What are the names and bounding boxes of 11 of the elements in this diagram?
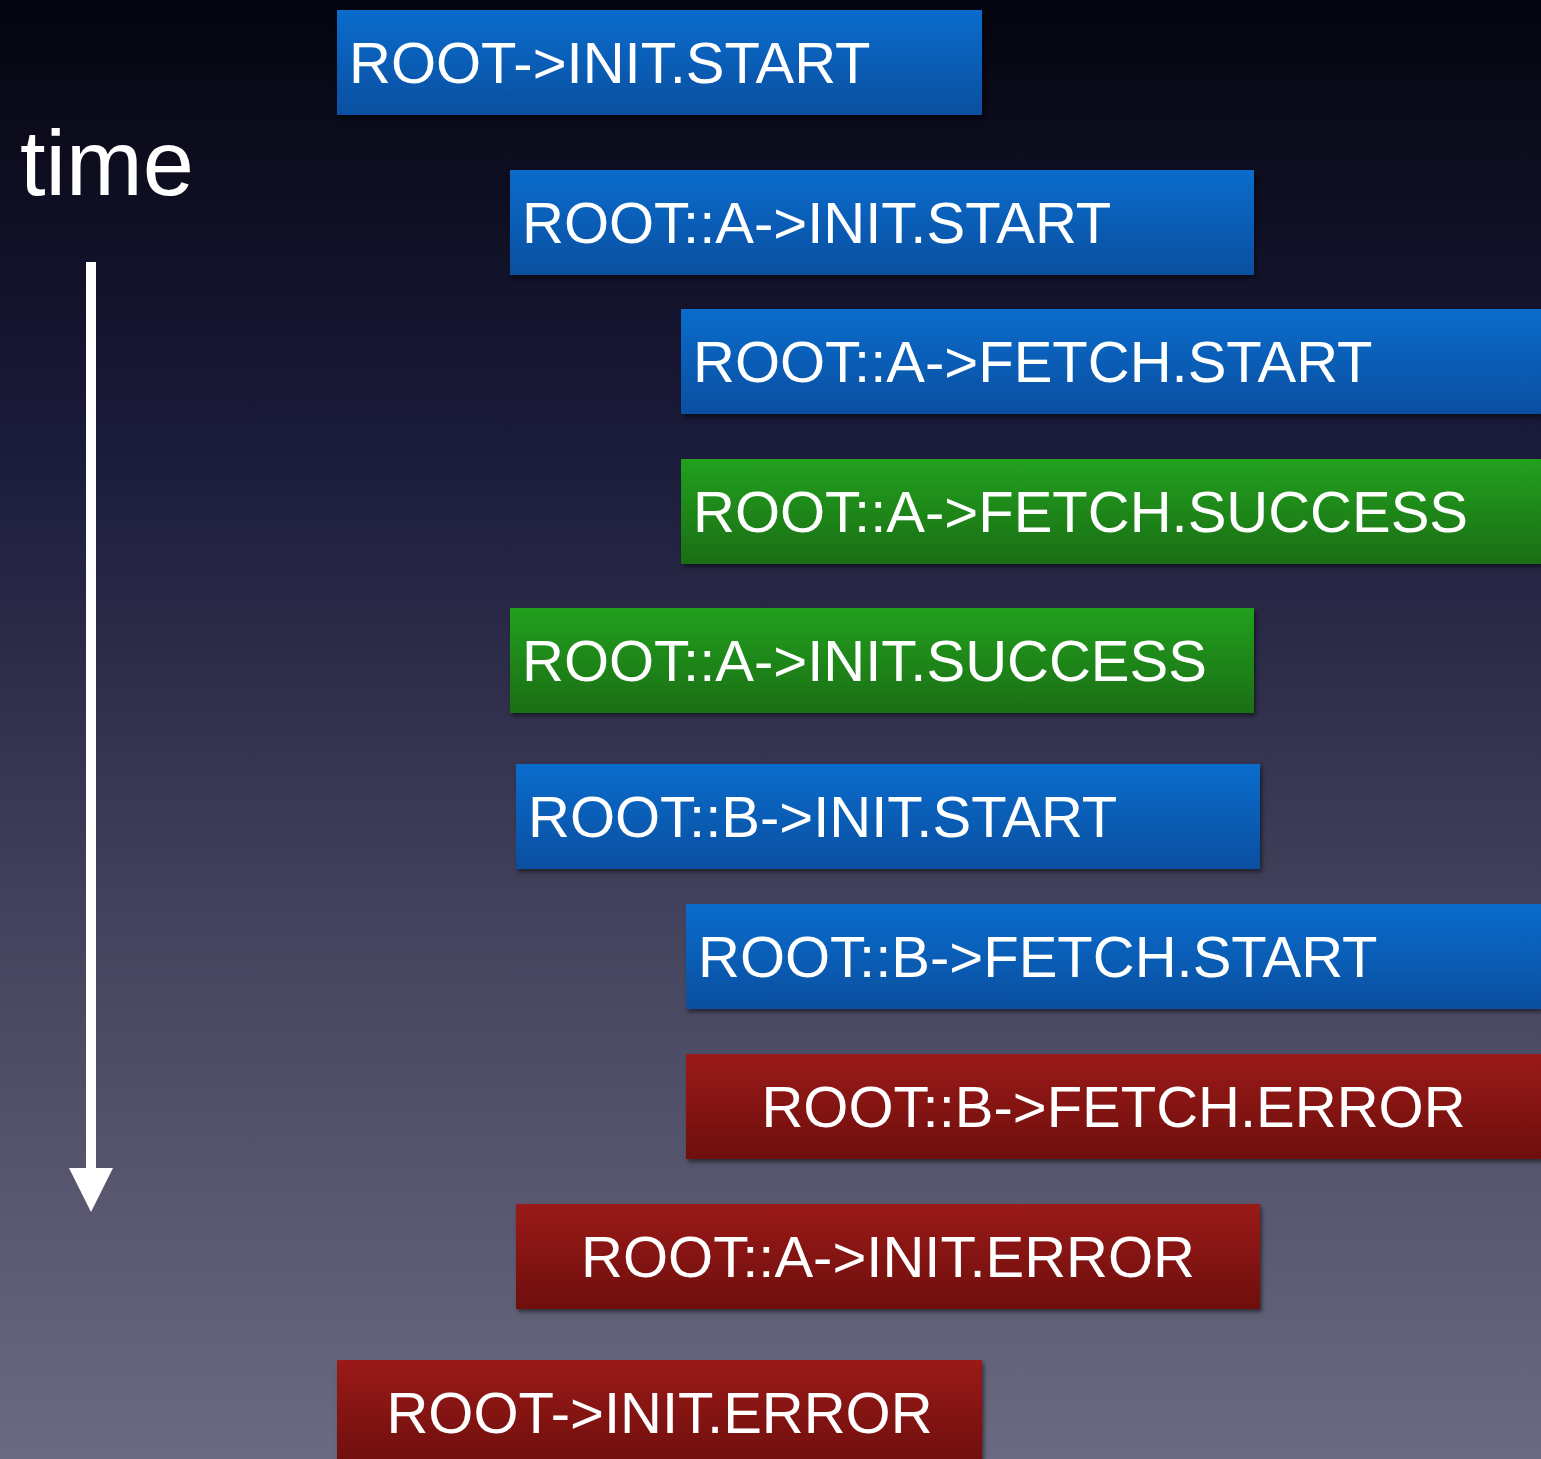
event-box: ROOT::A->FETCH.SUCCESS [681,459,1541,564]
event-box: ROOT::A->INIT.ERROR [516,1204,1260,1309]
event-box: ROOT::B->FETCH.ERROR [686,1054,1541,1159]
event-box: ROOT::A->INIT.START [510,170,1254,275]
event-box: ROOT::B->FETCH.START [686,904,1541,1009]
event-box: ROOT->INIT.ERROR [337,1360,982,1459]
axis-label: time [20,111,194,216]
event-box: ROOT::B->INIT.START [516,764,1260,869]
event-box: ROOT::A->INIT.SUCCESS [510,608,1254,713]
event-box: ROOT->INIT.START [337,10,982,115]
event-box: ROOT::A->FETCH.START [681,309,1541,414]
